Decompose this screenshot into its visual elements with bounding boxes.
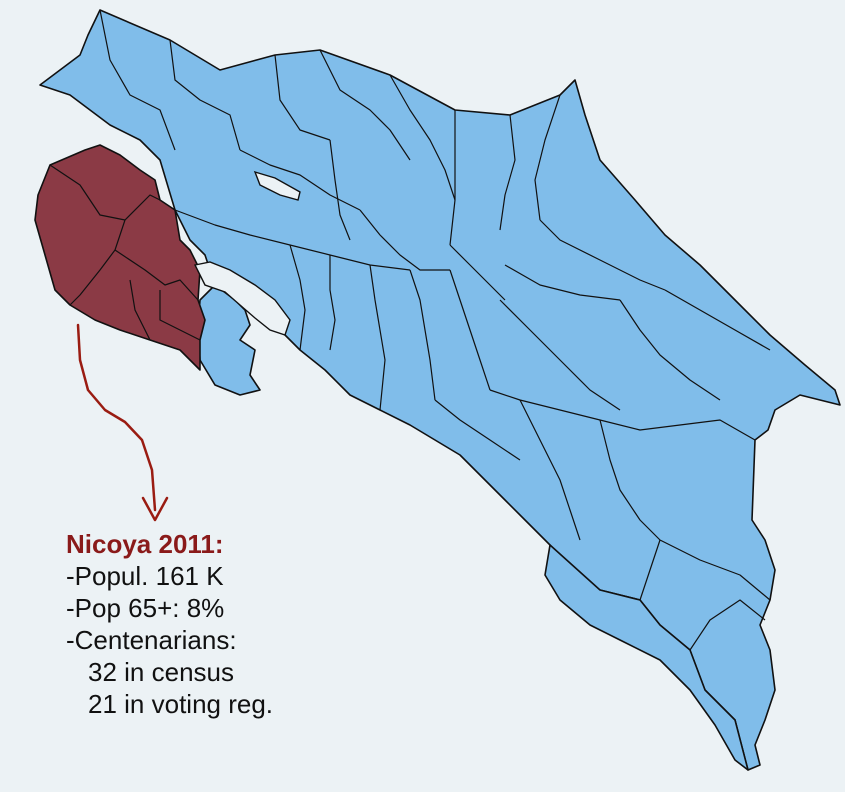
annotation-arrowhead: [141, 496, 169, 522]
nicoya-highlight-region: [34, 144, 206, 371]
canton-borders: [99, 9, 771, 651]
lake-arenal: [253, 170, 301, 201]
annotation-text: Nicoya 2011: -Popul. 161 K -Pop 65+: 8% …: [66, 528, 273, 720]
annotation-line-voting: 21 in voting reg.: [88, 689, 274, 719]
annotation-line-centenarians: -Centenarians:: [66, 625, 237, 655]
annotation-title: Nicoya 2011:: [66, 529, 224, 559]
osa-peninsula: [544, 544, 749, 771]
gulf-of-nicoya: [193, 261, 291, 336]
annotation-line-pop65: -Pop 65+: 8%: [66, 593, 225, 623]
nicoya-district-borders: [49, 164, 201, 341]
annotation-arrow: [76, 323, 157, 512]
annotation-line-population: -Popul. 161 K: [66, 561, 224, 591]
annotation-line-census: 32 in census: [88, 657, 234, 687]
